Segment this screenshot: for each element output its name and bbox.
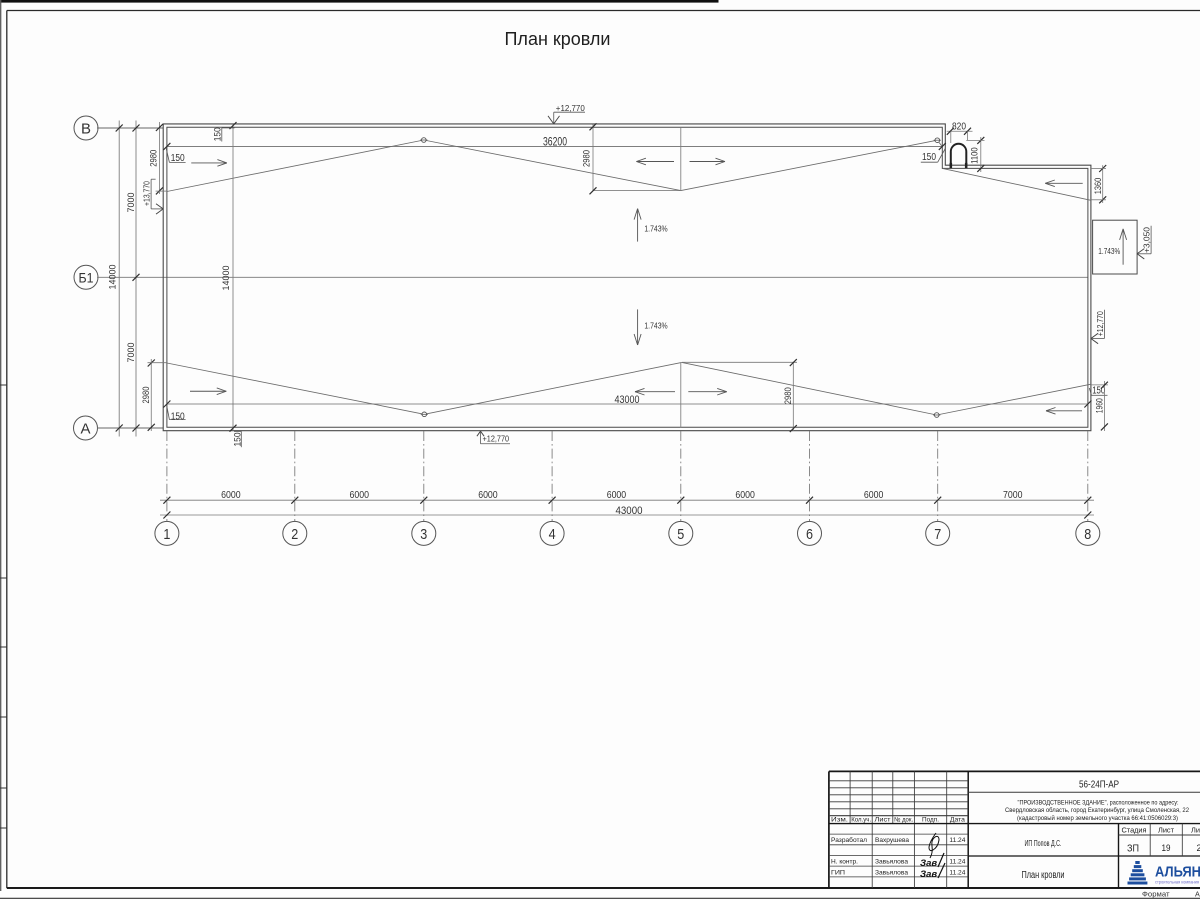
svg-text:В: В bbox=[81, 120, 91, 137]
svg-text:1: 1 bbox=[163, 526, 170, 543]
svg-text:1100: 1100 bbox=[969, 147, 979, 164]
svg-text:5: 5 bbox=[677, 526, 684, 543]
svg-text:Стадия: Стадия bbox=[1122, 826, 1147, 835]
svg-text:150: 150 bbox=[922, 152, 936, 163]
svg-text:11.24: 11.24 bbox=[949, 859, 966, 866]
svg-text:1360: 1360 bbox=[1093, 178, 1103, 195]
svg-text:2980: 2980 bbox=[582, 150, 592, 167]
svg-text:2980: 2980 bbox=[149, 150, 159, 167]
svg-text:8: 8 bbox=[1084, 526, 1091, 543]
svg-text:6000: 6000 bbox=[478, 490, 498, 501]
svg-text:ИП Попов Д.С.: ИП Попов Д.С. bbox=[1025, 838, 1062, 848]
svg-text:56-24П-АР: 56-24П-АР bbox=[1079, 779, 1119, 791]
svg-text:3: 3 bbox=[420, 526, 427, 543]
svg-text:Разработал: Разработал bbox=[831, 836, 867, 844]
svg-text:1960: 1960 bbox=[1095, 398, 1105, 413]
svg-text:2980: 2980 bbox=[141, 387, 151, 404]
svg-text:Свердловская область, город Ек: Свердловская область, город Екатеринбург… bbox=[1005, 806, 1189, 814]
svg-text:(кадастровый номер земельного: (кадастровый номер земельного участка 66… bbox=[1017, 814, 1178, 822]
svg-text:19: 19 bbox=[1162, 843, 1171, 853]
svg-text:150: 150 bbox=[171, 153, 185, 164]
svg-text:2: 2 bbox=[1197, 843, 1200, 853]
svg-text:6000: 6000 bbox=[607, 490, 627, 501]
svg-text:11.24: 11.24 bbox=[949, 869, 966, 876]
svg-text:7000: 7000 bbox=[126, 193, 136, 213]
svg-text:Формат: Формат bbox=[1142, 890, 1170, 899]
svg-text:11.24: 11.24 bbox=[949, 837, 966, 844]
svg-text:строительная компания: строительная компания bbox=[1155, 881, 1199, 886]
svg-text:2980: 2980 bbox=[783, 387, 793, 404]
svg-text:А: А bbox=[1195, 889, 1200, 898]
svg-text:150: 150 bbox=[1092, 385, 1105, 396]
svg-text:Кол.уч.: Кол.уч. bbox=[851, 817, 871, 824]
svg-text:150: 150 bbox=[232, 433, 243, 447]
svg-text:Вахрушева: Вахрушева bbox=[875, 837, 909, 844]
svg-text:14000: 14000 bbox=[107, 265, 117, 290]
svg-text:Б1: Б1 bbox=[79, 270, 94, 286]
svg-text:6000: 6000 bbox=[864, 490, 884, 501]
svg-text:№ док.: № док. bbox=[894, 817, 913, 824]
svg-text:150: 150 bbox=[212, 127, 223, 141]
svg-text:Лист: Лист bbox=[1158, 826, 1174, 835]
svg-text:+12,770: +12,770 bbox=[483, 433, 510, 443]
svg-text:7: 7 bbox=[934, 526, 941, 543]
svg-text:820: 820 bbox=[952, 122, 966, 133]
svg-text:6: 6 bbox=[806, 526, 813, 543]
svg-text:План кровли: План кровли bbox=[505, 28, 611, 49]
svg-text:Завьялова: Завьялова bbox=[875, 859, 908, 866]
svg-text:АЛЬЯН: АЛЬЯН bbox=[1155, 865, 1200, 881]
svg-text:1.743%: 1.743% bbox=[644, 321, 668, 331]
svg-text:+12,770: +12,770 bbox=[556, 103, 585, 113]
svg-text:Завьялова: Завьялова bbox=[875, 869, 908, 876]
svg-text:6000: 6000 bbox=[221, 490, 241, 501]
svg-text:7000: 7000 bbox=[126, 343, 136, 363]
svg-text:43000: 43000 bbox=[615, 394, 640, 406]
svg-text:4: 4 bbox=[549, 526, 556, 543]
svg-text:2: 2 bbox=[291, 526, 298, 543]
svg-text:Подп.: Подп. bbox=[922, 817, 939, 824]
svg-text:А: А bbox=[81, 420, 91, 437]
svg-text:Н. контр.: Н. контр. bbox=[831, 859, 858, 866]
svg-text:7000: 7000 bbox=[1003, 490, 1023, 501]
svg-text:36200: 36200 bbox=[543, 136, 567, 148]
svg-text:6000: 6000 bbox=[735, 490, 755, 501]
svg-text:+13,770: +13,770 bbox=[142, 181, 151, 206]
svg-text:Лист: Лист bbox=[875, 817, 891, 824]
svg-text:ГИП: ГИП bbox=[831, 869, 845, 876]
svg-text:Листов: Листов bbox=[1191, 826, 1200, 835]
svg-text:ЗП: ЗП bbox=[1127, 843, 1139, 854]
svg-text:Дата: Дата bbox=[950, 817, 966, 824]
svg-text:Изм.: Изм. bbox=[831, 817, 848, 824]
svg-text:План кровли: План кровли bbox=[1022, 870, 1065, 881]
svg-text:"ПРОИЗВОДСТВЕННОЕ ЗДАНИЕ", рас: "ПРОИЗВОДСТВЕННОЕ ЗДАНИЕ", расположенное… bbox=[1018, 800, 1179, 807]
svg-text:43000: 43000 bbox=[616, 505, 643, 517]
svg-text:14000: 14000 bbox=[221, 266, 231, 291]
svg-text:Зав: Зав bbox=[920, 869, 937, 880]
svg-text:1.743%: 1.743% bbox=[1098, 247, 1120, 256]
svg-text:+3,050: +3,050 bbox=[1142, 227, 1151, 253]
svg-text:150: 150 bbox=[171, 412, 185, 423]
svg-text:Зав: Зав bbox=[920, 858, 937, 869]
svg-text:1.743%: 1.743% bbox=[644, 224, 668, 234]
svg-text:6000: 6000 bbox=[350, 490, 370, 501]
svg-text:+12,770: +12,770 bbox=[1095, 311, 1105, 336]
